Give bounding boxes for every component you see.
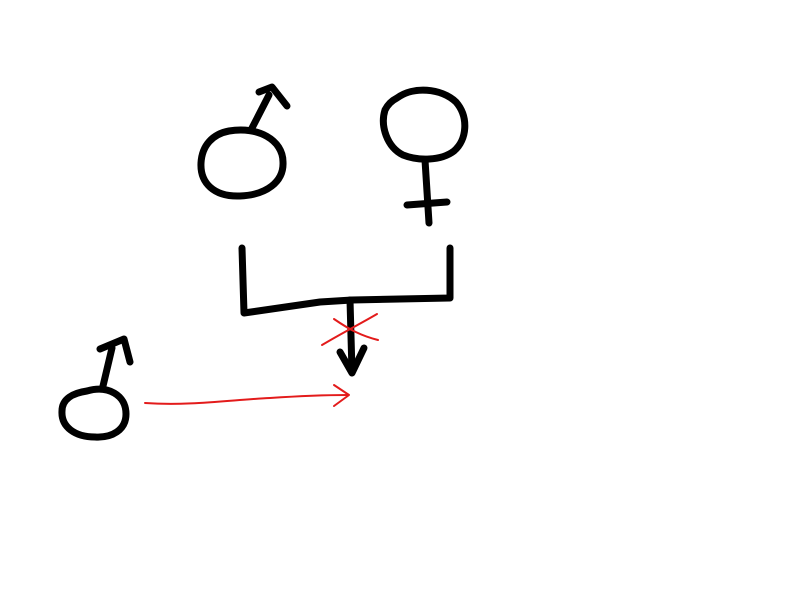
intercept-arrow	[144, 384, 350, 407]
male-parent-arrow-head	[255, 83, 291, 110]
female-parent-circle	[379, 86, 469, 163]
female-parent-crossbar	[403, 198, 451, 209]
offspring-arrow-head	[336, 344, 368, 377]
male-outsider-circle	[58, 385, 130, 441]
male-parent-arrow-shaft	[247, 91, 273, 134]
male-outsider-arrow-shaft	[99, 344, 116, 390]
cross-mark-stroke-1	[333, 318, 379, 341]
cross-mark-stroke-2	[321, 313, 378, 346]
male-outsider-symbol	[58, 335, 134, 441]
female-parent-stem	[421, 156, 433, 227]
male-parent-circle	[197, 126, 287, 200]
intercept-arrow-head	[333, 384, 350, 407]
female-parent-symbol	[379, 86, 469, 227]
intercept-arrow-shaft	[144, 394, 349, 405]
male-parent-symbol	[197, 83, 291, 200]
cross-mark	[321, 313, 379, 346]
male-outsider-arrow-head	[96, 335, 134, 366]
parent-bracket	[238, 244, 454, 317]
offspring-arrow	[336, 296, 368, 377]
offspring-arrow-shaft	[346, 296, 356, 376]
